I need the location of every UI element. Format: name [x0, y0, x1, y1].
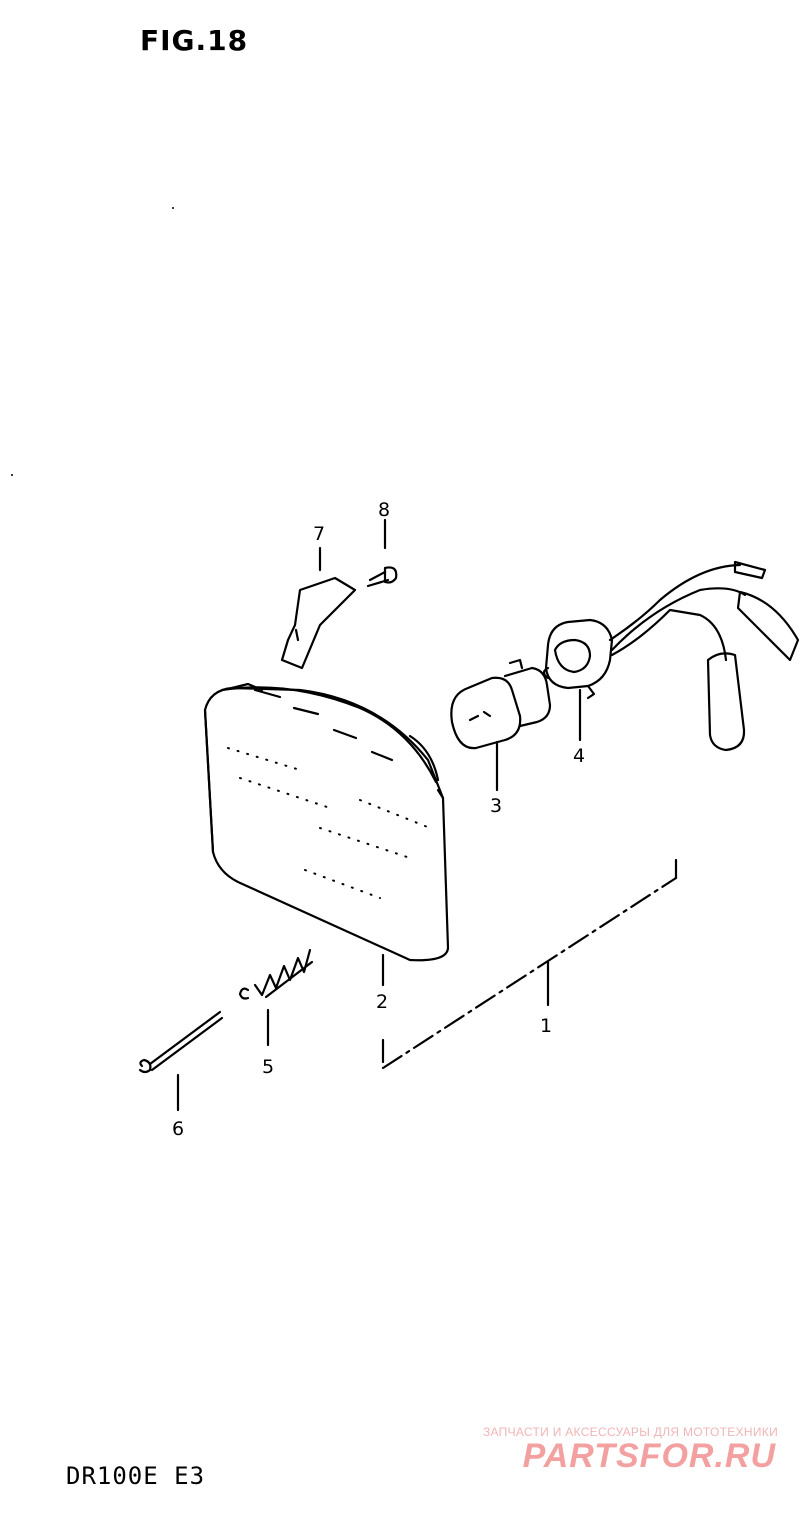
scan-speck: [11, 474, 13, 476]
callout-3: 3: [490, 795, 502, 817]
spring-part: [238, 948, 314, 1047]
scan-speck: [172, 207, 174, 209]
callout-6: 6: [172, 1118, 184, 1140]
socket-harness-part: [542, 560, 800, 752]
bulb-part: [450, 658, 552, 792]
watermark-tagline: ЗАПЧАСТИ И АКСЕССУАРЫ ДЛЯ МОТОТЕХНИКИ: [482, 1425, 778, 1439]
callout-7: 7: [313, 523, 325, 545]
headlamp-unit-part: [203, 682, 450, 987]
screw-part: [366, 518, 398, 588]
callout-1: 1: [540, 1015, 552, 1037]
assembly-leader-lines: [381, 858, 678, 1070]
callout-5: 5: [262, 1056, 274, 1078]
watermark-brand-logo: PARTSFOR.RU: [522, 1437, 776, 1475]
model-code-label: DR100E E3: [66, 1462, 206, 1490]
bracket-part: [280, 546, 357, 670]
callout-2: 2: [376, 991, 388, 1013]
callout-4: 4: [573, 745, 585, 767]
callout-8: 8: [378, 499, 390, 521]
adjusting-screw-part: [138, 1010, 224, 1112]
figure-title: FIG.18: [140, 24, 249, 57]
